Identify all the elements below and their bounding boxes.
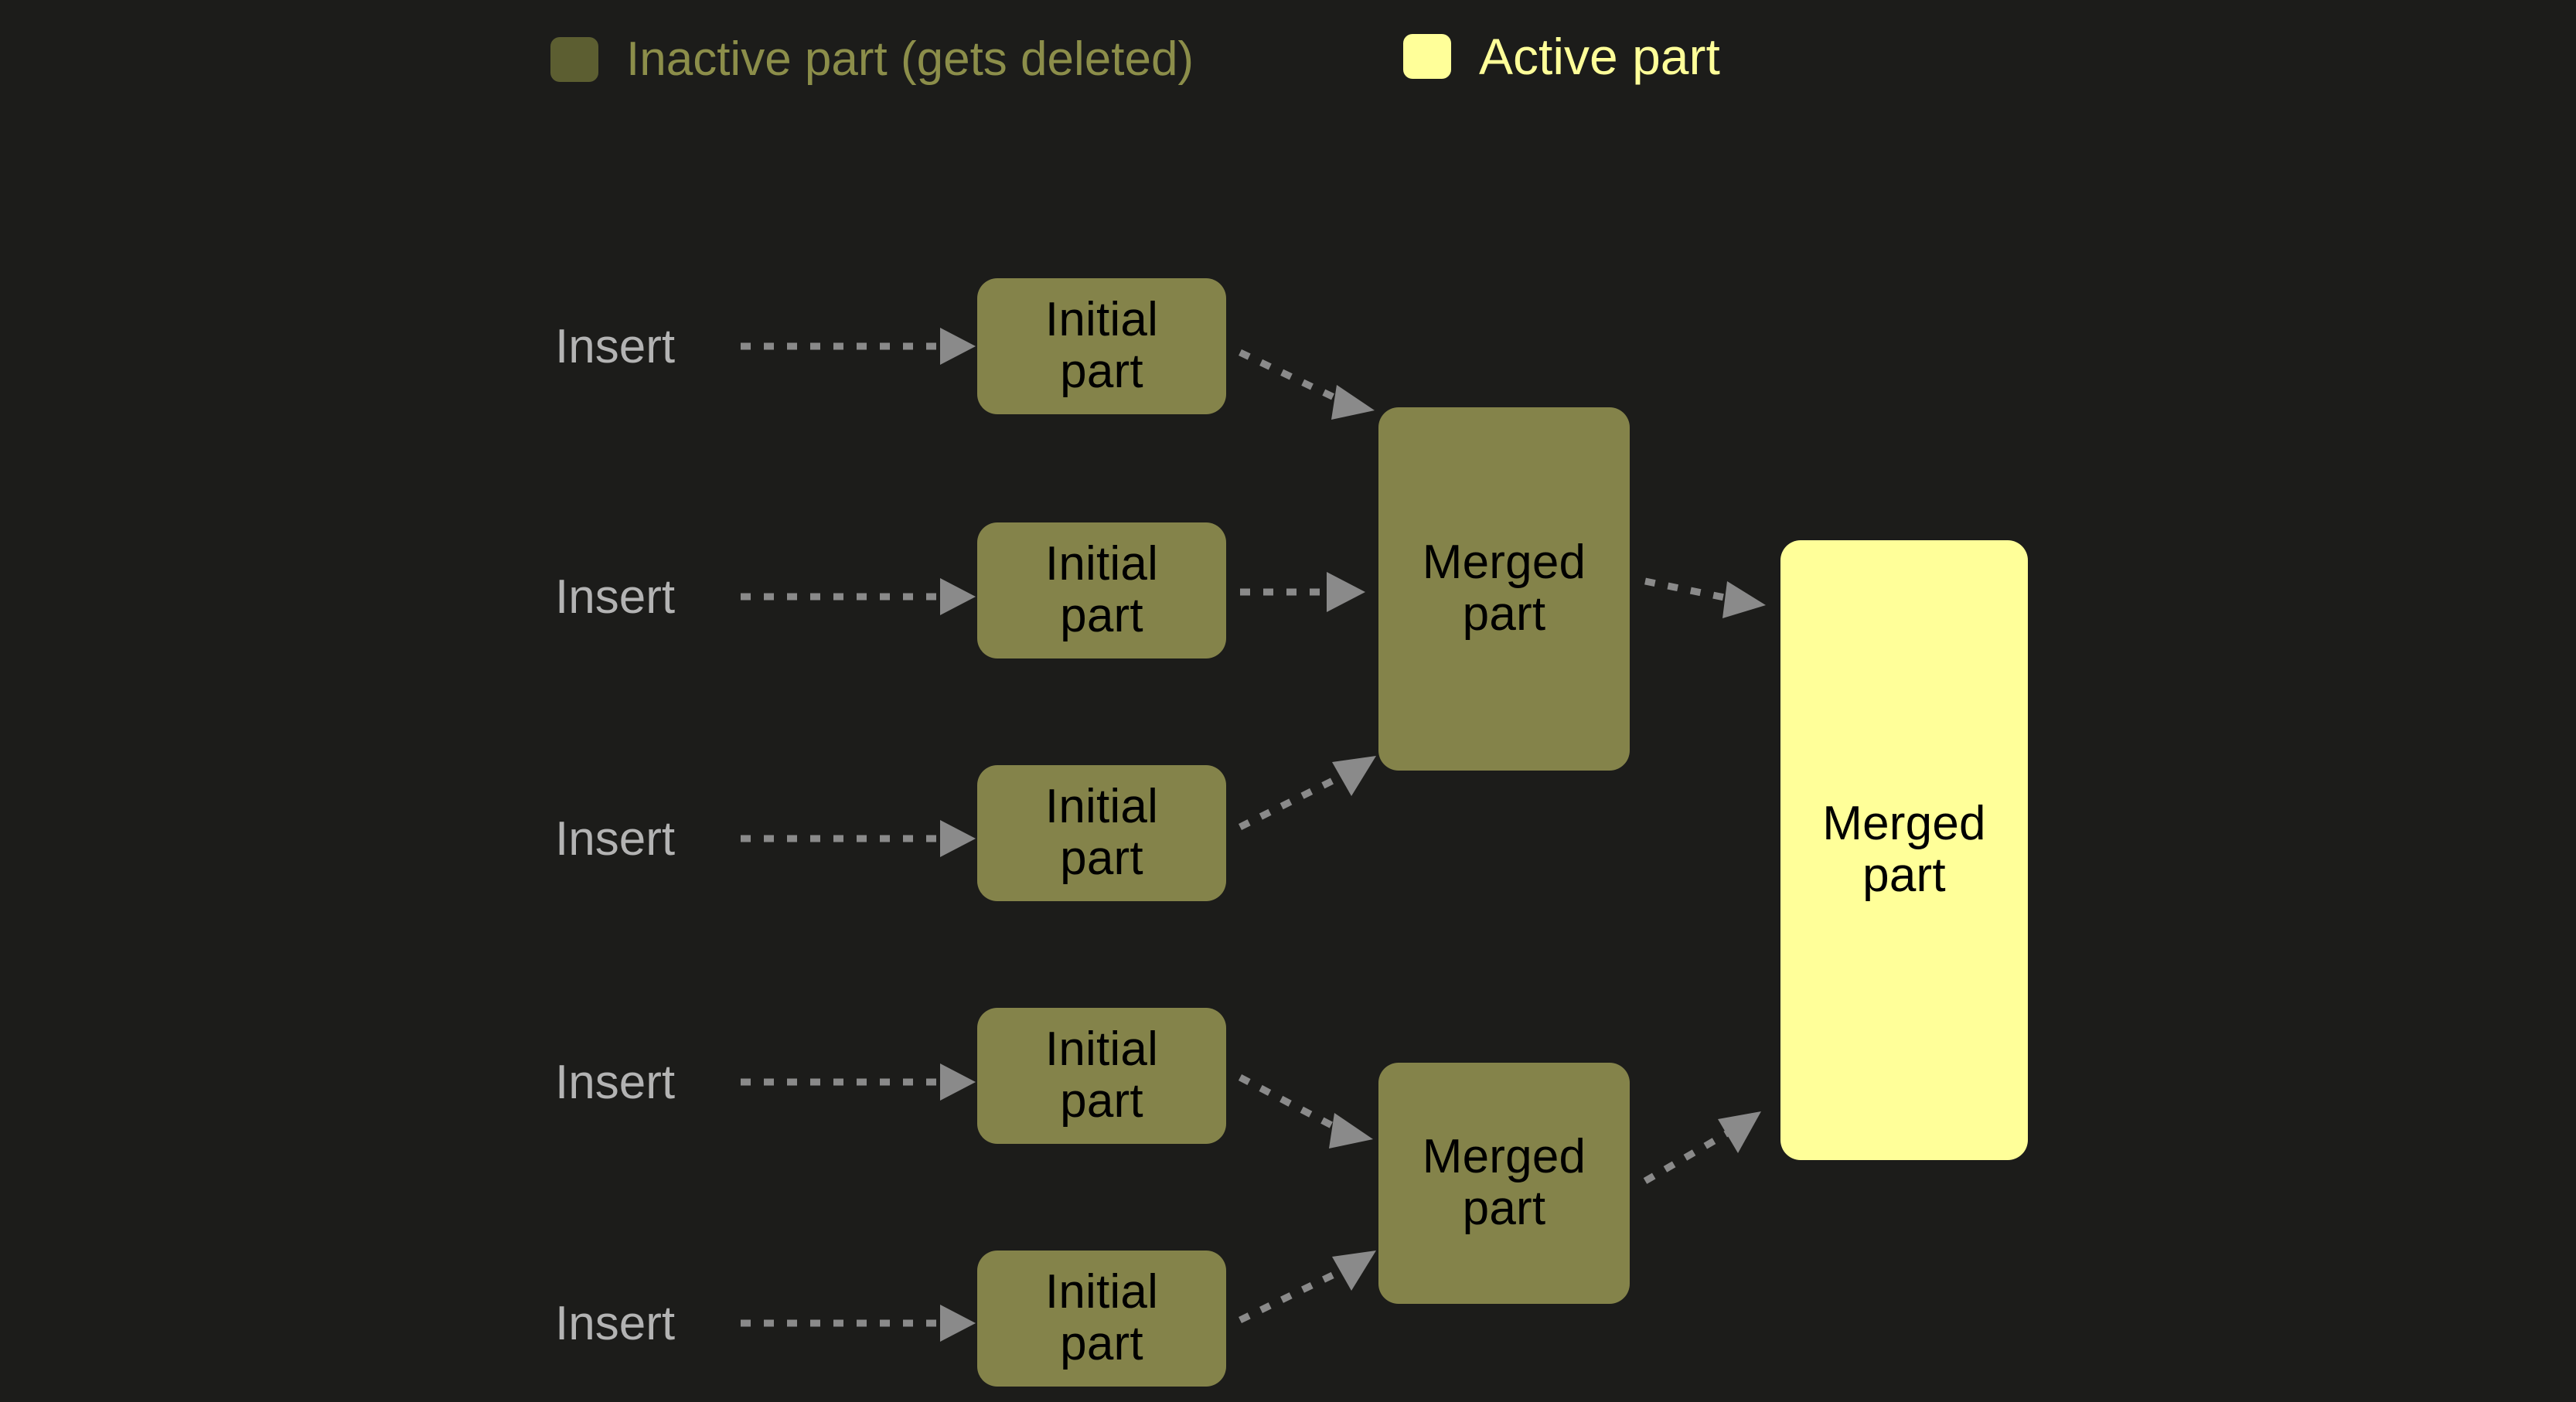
arrow-initial-part-5-to-merged-part-2 (1239, 1251, 1376, 1324)
legend: Inactive part (gets deleted) Active part (0, 0, 2576, 116)
merged-part-line2-2: part (1462, 1182, 1546, 1235)
legend-label-inactive: Inactive part (gets deleted) (626, 32, 1194, 86)
insert-label-2: Insert (555, 570, 676, 624)
legend-swatch-active-icon (1403, 34, 1451, 79)
initial-part-line2-5: part (1060, 1317, 1143, 1370)
insert-label-1: Insert (555, 320, 676, 373)
initial-part-line1-3: Initial (1044, 780, 1159, 834)
initial-part-line1-5: Initial (1044, 1265, 1159, 1319)
insert-label-3: Insert (555, 812, 676, 866)
legend-label-active: Active part (1479, 28, 1720, 85)
merged-part-line2-1: part (1462, 587, 1546, 641)
arrow-insert-3-to-initial-part-3 (741, 820, 976, 857)
arrow-initial-part-4-to-merged-part-2 (1238, 1074, 1373, 1148)
legend-swatch-inactive-icon (550, 37, 598, 82)
arrow-insert-5-to-initial-part-5 (741, 1305, 976, 1342)
final-merged-part-line1: Merged (1822, 797, 1986, 851)
arrow-insert-4-to-initial-part-4 (741, 1063, 976, 1101)
initial-part-line2-1: part (1060, 345, 1143, 398)
initial-part-line2-2: part (1060, 589, 1143, 642)
insert-label-5: Insert (555, 1297, 676, 1350)
initial-part-line2-3: part (1060, 832, 1143, 885)
arrow-initial-part-1-to-merged-part-1 (1239, 349, 1375, 420)
initial-part-line1-1: Initial (1044, 293, 1159, 347)
legend-item-inactive: Inactive part (gets deleted) (550, 36, 1194, 83)
initial-part-line1-2: Initial (1044, 537, 1159, 591)
merged-part-line1-1: Merged (1422, 536, 1586, 590)
arrow-initial-part-2-to-merged-part-1 (1240, 572, 1365, 612)
insert-label-4: Insert (555, 1056, 676, 1109)
initial-part-line1-4: Initial (1044, 1023, 1159, 1077)
arrow-insert-1-to-initial-part-1 (741, 328, 976, 365)
arrow-initial-part-3-to-merged-part-1 (1238, 756, 1376, 831)
merged-part-line1-2: Merged (1422, 1130, 1586, 1184)
arrow-insert-2-to-initial-part-2 (741, 578, 976, 615)
final-merged-part-line2: part (1862, 849, 1946, 902)
arrow-merged-part-2-to-final-merged-part (1643, 1111, 1761, 1184)
arrow-merged-part-1-to-final-merged-part (1644, 577, 1766, 618)
initial-part-line2-4: part (1060, 1074, 1143, 1128)
legend-item-active: Active part (1403, 31, 1720, 82)
